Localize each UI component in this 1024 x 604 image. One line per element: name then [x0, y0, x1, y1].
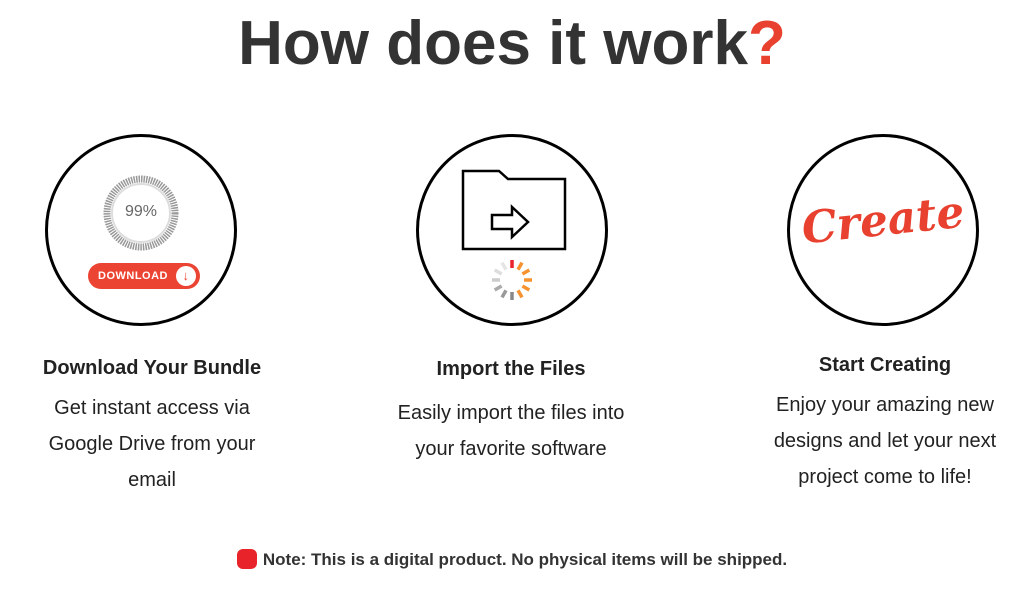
- stop-sign-icon: [236, 549, 257, 569]
- loading-spinner-icon: [492, 260, 532, 300]
- step-heading: Download Your Bundle: [42, 357, 262, 379]
- progress-ring-icon: [103, 175, 179, 251]
- progress-label: 99%: [124, 203, 158, 220]
- create-illustration: Create: [787, 134, 979, 326]
- arrow-down-icon: ↓: [176, 266, 196, 286]
- step-import: Import the Files Easily import the files…: [361, 358, 661, 467]
- step-heading: Import the Files: [436, 358, 586, 380]
- folder-arrow-icon: [461, 169, 567, 300]
- download-button: DOWNLOAD↓: [88, 263, 200, 289]
- step-heading: Start Creating: [818, 354, 952, 376]
- step-download: Download Your Bundle Get instant access …: [2, 357, 302, 498]
- create-logo: Create: [799, 186, 967, 255]
- digital-product-note: Note: This is a digital product. No phys…: [0, 549, 1024, 570]
- import-illustration: [416, 134, 608, 326]
- download-illustration: 99% DOWNLOAD↓: [45, 134, 237, 326]
- page-title: How does it work?: [238, 9, 786, 78]
